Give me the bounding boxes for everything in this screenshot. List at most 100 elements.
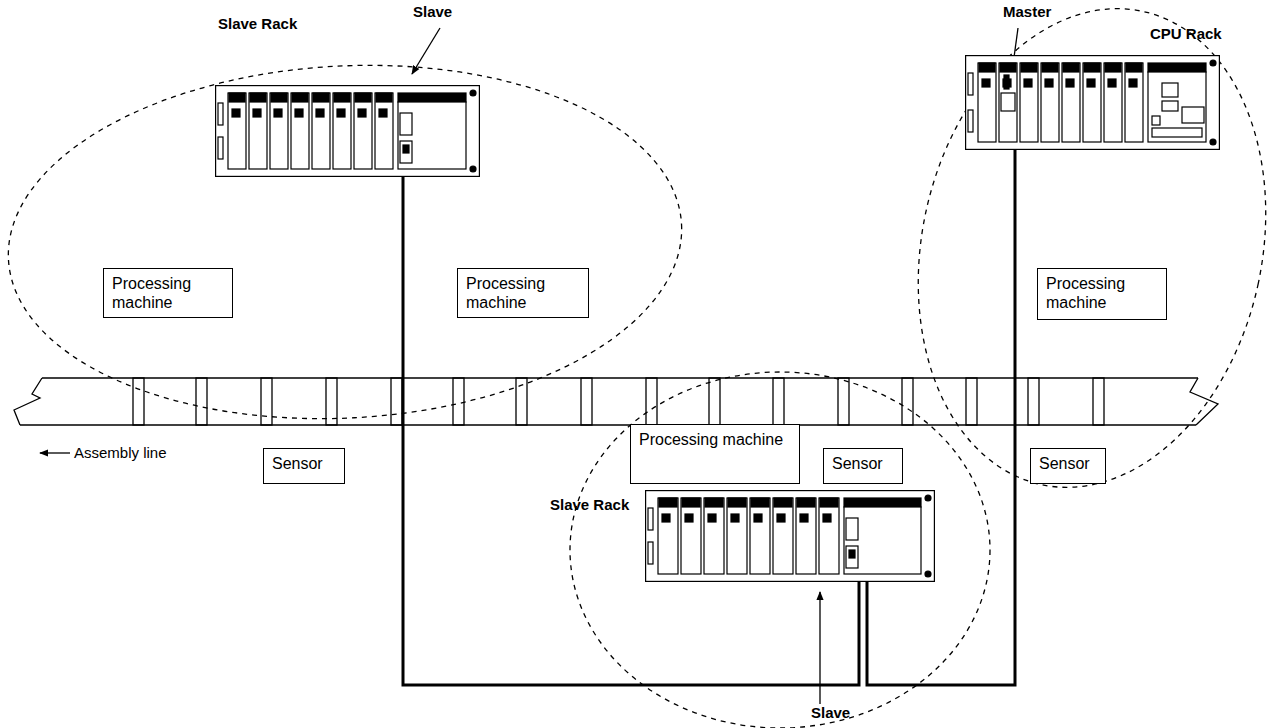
screw (925, 495, 931, 501)
io-module (999, 63, 1017, 142)
io-module (796, 498, 816, 574)
box-label: Processing machine (466, 274, 580, 312)
slat (1093, 378, 1104, 425)
slat (453, 378, 464, 425)
screw (1210, 60, 1216, 66)
machine-box: Processing machine (1037, 268, 1167, 320)
assembly-line (14, 378, 1218, 425)
band-break (1190, 378, 1218, 425)
network-cable (403, 177, 859, 685)
io-module (1062, 63, 1080, 142)
slat (1028, 378, 1039, 425)
box-label: Processing machine (112, 274, 224, 312)
slat (516, 378, 527, 425)
io-module (704, 498, 724, 574)
io-module (978, 63, 996, 142)
sensor-box: Sensor (823, 448, 903, 484)
box-label: Sensor (272, 454, 336, 473)
machine-box: Processing machine (103, 268, 233, 318)
slat (261, 378, 272, 425)
rack-frame (966, 56, 1220, 150)
rack-slot (968, 110, 973, 132)
slat (838, 378, 849, 425)
io-module (312, 93, 330, 169)
slave-unit (400, 113, 412, 135)
unit-top (1148, 63, 1206, 72)
power-unit (1148, 72, 1206, 142)
io-module (750, 498, 770, 574)
slat (133, 378, 144, 425)
slat (902, 378, 913, 425)
rack-frame (646, 491, 935, 582)
rack-slot (968, 73, 973, 95)
sensor-box: Sensor (1030, 448, 1106, 484)
io-module (727, 498, 747, 574)
unit-top (844, 498, 921, 507)
rack-label: CPU Rack (1150, 25, 1222, 43)
cpu-part (1162, 101, 1178, 111)
rack-slot (648, 542, 653, 564)
line-label: Assembly line (74, 444, 167, 462)
slat (326, 378, 337, 425)
plc-rack: Slave RackSlave (215, 85, 480, 177)
slats (133, 378, 1104, 425)
slat (709, 378, 720, 425)
io-module (1041, 63, 1059, 142)
machine-box: Processing machine (630, 424, 800, 484)
rack-slot (218, 137, 223, 159)
direction-arrow (40, 452, 70, 453)
screw (470, 90, 476, 96)
machine-box: Processing machine (457, 268, 589, 318)
cable-port (846, 546, 858, 568)
band-edge (42, 377, 1198, 378)
slat (196, 378, 207, 425)
rack-slot (218, 103, 223, 125)
rack-label: Master (1003, 3, 1051, 21)
power-unit (844, 507, 921, 574)
rack-slot (648, 508, 653, 530)
io-module (773, 498, 793, 574)
unit-top (398, 93, 466, 102)
rack-label: Slave (811, 704, 850, 722)
box-label: Processing machine (1046, 274, 1158, 312)
box-label: Sensor (832, 454, 894, 473)
rack-drawing (215, 85, 480, 177)
screw (1210, 139, 1216, 145)
band-break (14, 378, 42, 425)
cpu-part (1152, 128, 1202, 137)
io-module (333, 93, 351, 169)
zone-ellipse (875, 0, 1268, 520)
master-unit (1001, 93, 1015, 111)
slat (391, 378, 402, 425)
io-module (681, 498, 701, 574)
rack-drawing (965, 55, 1220, 150)
slave-unit (846, 518, 858, 540)
slat (646, 378, 657, 425)
box-label: Sensor (1039, 454, 1097, 473)
io-module (658, 498, 678, 574)
cpu-part (1152, 116, 1160, 125)
power-unit (398, 102, 466, 169)
rack-label: Slave Rack (218, 15, 297, 33)
network-cable (867, 150, 1015, 685)
io-module (270, 93, 288, 169)
slat (773, 378, 784, 425)
screw (470, 166, 476, 172)
io-module (375, 93, 393, 169)
plc-rack: Slave RackSlave (645, 490, 935, 582)
rack-frame (216, 86, 480, 177)
cable-port (400, 141, 412, 163)
slat (581, 378, 592, 425)
io-module (1125, 63, 1143, 142)
cpu-part (1162, 83, 1178, 97)
io-module (228, 93, 246, 169)
plc-rack: MasterCPU Rack (965, 55, 1220, 150)
io-module (1020, 63, 1038, 142)
io-module (291, 93, 309, 169)
leader-arrow (412, 28, 440, 74)
io-module (819, 498, 839, 574)
slat (966, 378, 977, 425)
sensor-box: Sensor (263, 448, 345, 484)
